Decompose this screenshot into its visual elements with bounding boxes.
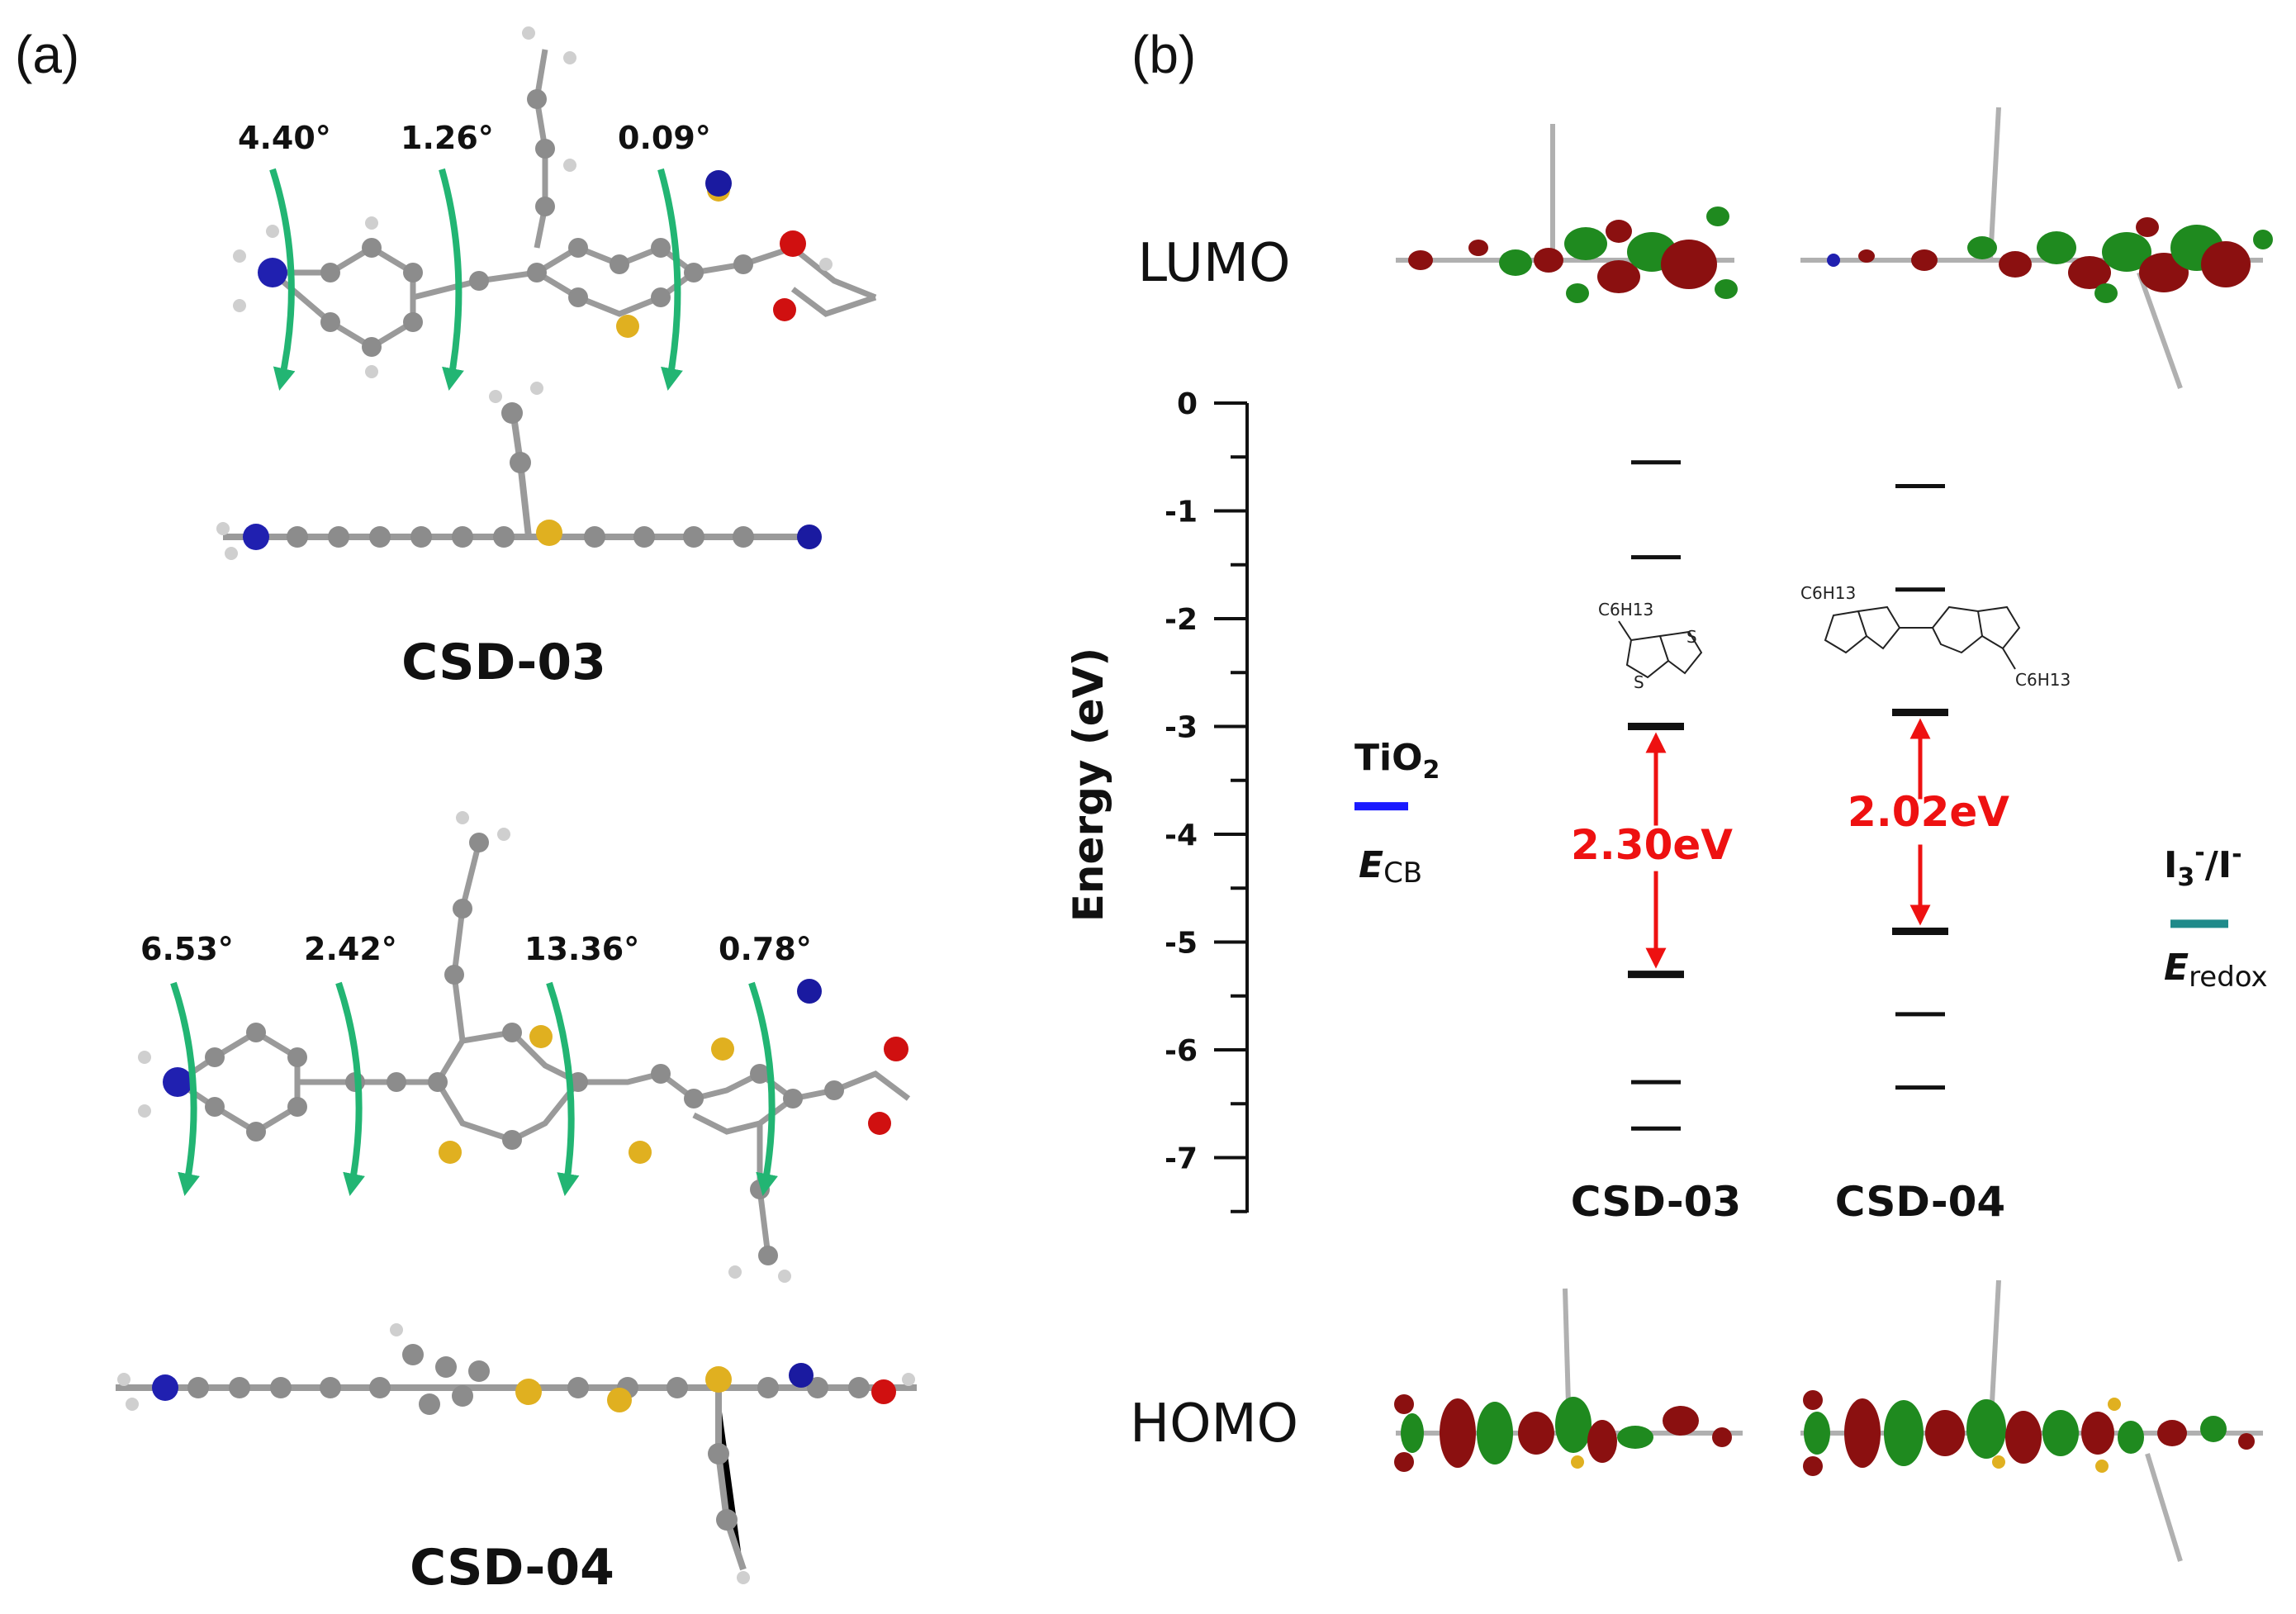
energy-axis: 0 -1 -2 -3 -4 -5 -6 -7 [1165, 387, 1249, 1213]
csd03-lumo-orbital [1396, 124, 1738, 303]
csd03-thiophene-structure [1618, 620, 1703, 679]
csd03-homo-orbital [1394, 1288, 1743, 1472]
csd04-angle-1: 6.53° [140, 931, 234, 967]
tio2-label: TiO2 [1354, 737, 1440, 785]
axis-tick-label: -6 [1165, 1034, 1198, 1068]
csd03-structure-s2: S [1634, 672, 1644, 692]
csd04-structure-c6h13-top: C6H13 [1800, 583, 1856, 603]
csd04-thiophene-structure [1824, 605, 2021, 670]
csd04-molecule-top-view [138, 811, 911, 1283]
csd04-lumo-orbital [1800, 107, 2273, 390]
csd04-name: CSD-04 [410, 1539, 614, 1597]
csd03-dihedral-arrows [269, 168, 683, 392]
csd04-dihedral-arrows [170, 981, 778, 1197]
csd03-angle-3: 0.09° [618, 120, 711, 156]
axis-tick-label: -3 [1165, 711, 1198, 745]
energy-axis-label: Energy (eV) [1065, 648, 1112, 922]
lumo-label: LUMO [1138, 233, 1291, 294]
csd03-structure-s1: S [1686, 627, 1697, 647]
csd03-structure-c6h13: C6H13 [1598, 600, 1653, 619]
axis-tick-label: -5 [1165, 927, 1198, 961]
csd03-name: CSD-03 [401, 634, 606, 691]
panel-b-label: (b) [1131, 25, 1196, 84]
axis-tick-label: -4 [1165, 819, 1198, 852]
csd04-angle-2: 2.42° [304, 931, 397, 967]
category-label-csd04: CSD-04 [1835, 1178, 2005, 1226]
category-label-csd03: CSD-03 [1571, 1178, 1741, 1226]
redox-label: I3-/I- [2164, 838, 2242, 892]
csd04-homo-orbital [1800, 1279, 2263, 1562]
csd04-structure-c6h13-bottom: C6H13 [2015, 670, 2071, 690]
tio2-ecb-label: ECB [1359, 844, 1422, 890]
axis-tick-label: -7 [1165, 1142, 1198, 1176]
csd04-molecule-side-view [116, 1323, 917, 1584]
redox-e-label: Eredox [2164, 947, 2268, 994]
csd03-molecule-top-view [233, 26, 877, 378]
csd04-gap-label: 2.02eV [1848, 788, 2009, 836]
axis-tick-label: 0 [1177, 387, 1198, 421]
axis-tick-label: -1 [1165, 496, 1198, 529]
csd03-gap-label: 2.30eV [1571, 821, 1733, 869]
csd03-angle-2: 1.26° [401, 120, 494, 156]
axis-tick-label: -2 [1165, 603, 1198, 637]
homo-label: HOMO [1130, 1393, 1298, 1455]
csd04-angle-3: 13.36° [524, 931, 639, 967]
csd03-molecule-side-view [216, 382, 822, 560]
csd03-angle-1: 4.40° [238, 120, 331, 156]
energy-levels [1628, 460, 1948, 1131]
panel-a-label: (a) [15, 25, 79, 84]
csd04-angle-4: 0.78° [719, 931, 812, 967]
